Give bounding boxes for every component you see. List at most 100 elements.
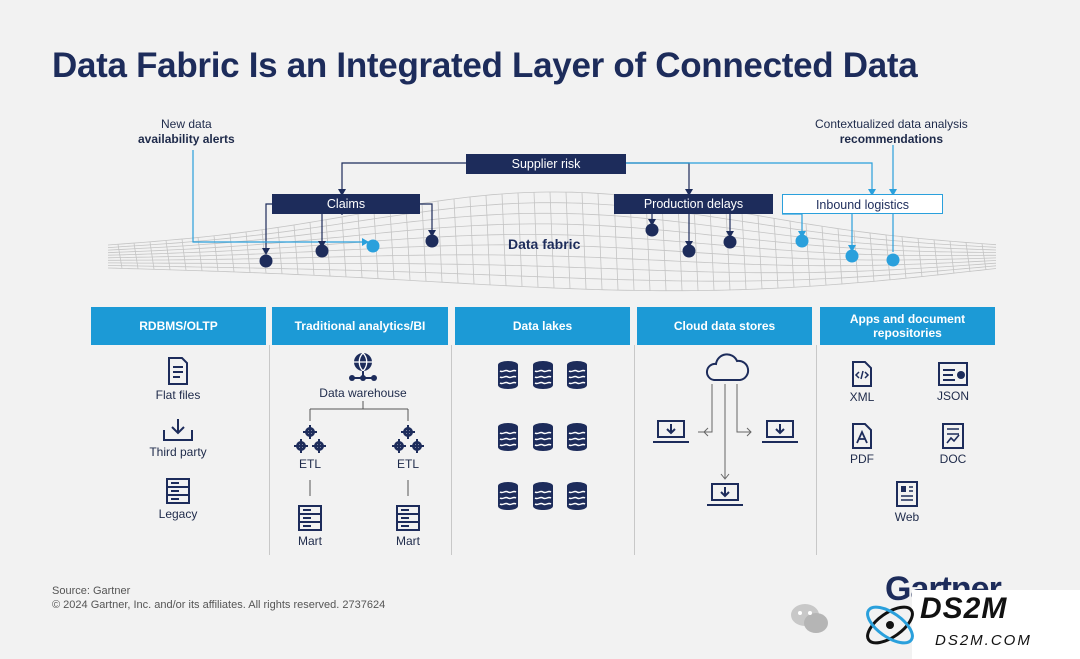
item-label: Mart	[298, 534, 322, 548]
fabric-mesh-line	[485, 195, 491, 285]
fabric-mesh-line	[357, 214, 363, 278]
note-new-data-alerts: New data availability alerts	[138, 117, 235, 147]
data-warehouse-item: Data warehouse	[313, 351, 413, 400]
fabric-mesh-line	[421, 203, 427, 282]
pdf-item: PDF	[840, 423, 884, 466]
arrowhead	[338, 189, 346, 196]
fabric-mesh-line	[133, 243, 139, 269]
item-label: JSON	[936, 389, 969, 403]
fabric-mesh-line	[597, 193, 603, 290]
arrowhead	[362, 238, 369, 246]
fabric-mesh-line	[501, 193, 507, 286]
fabric-mesh-line	[981, 243, 987, 271]
fabric-mesh-line	[533, 192, 539, 288]
column-divider	[451, 345, 452, 555]
globe-network-icon	[349, 352, 377, 381]
fabric-point	[795, 234, 809, 248]
fabric-mesh-line	[757, 215, 763, 290]
arrowhead	[262, 248, 270, 255]
fabric-point	[645, 223, 659, 237]
item-label: ETL	[298, 457, 321, 471]
fabric-mesh-line	[229, 233, 235, 272]
fabric-point	[259, 254, 273, 268]
data-fabric-diagram	[107, 145, 997, 292]
doc-file-icon	[942, 423, 964, 449]
column-header-analytics: Traditional analytics/BI	[272, 307, 448, 345]
fabric-mesh-line	[677, 202, 683, 291]
server-icon	[396, 505, 420, 531]
etl-item-left: ETL	[290, 424, 330, 471]
fabric-mesh-line	[107, 202, 997, 248]
inbound-logistics-tag: Inbound logistics	[782, 194, 943, 214]
fabric-mesh-line	[837, 228, 843, 285]
fabric-mesh-line	[741, 212, 747, 290]
etl-item-right: ETL	[388, 424, 428, 471]
fabric-point	[315, 244, 329, 258]
fabric-mesh-line	[108, 262, 997, 274]
third-party-item: Third party	[143, 418, 213, 459]
fabric-mesh-line	[917, 238, 923, 278]
fabric-mesh-line	[549, 191, 555, 288]
fabric-mesh-line	[517, 192, 523, 287]
legacy-item: Legacy	[148, 478, 208, 521]
fabric-mesh-line	[117, 244, 123, 269]
gears-icon	[392, 425, 424, 453]
mart-item-left: Mart	[290, 505, 330, 548]
fabric-point	[425, 234, 439, 248]
production-delays-tag: Production delays	[614, 194, 773, 214]
fabric-mesh-line	[108, 254, 997, 267]
connector-supplier-claims	[341, 162, 466, 192]
server-icon	[166, 478, 190, 504]
data-fabric-label: Data fabric	[508, 236, 581, 252]
laptop-download-icon	[707, 483, 743, 506]
arrowhead	[428, 230, 436, 237]
arrowhead	[648, 219, 656, 226]
note-recommendations: Contextualized data analysis recommendat…	[815, 117, 968, 147]
json-window-icon	[938, 362, 968, 386]
fabric-mesh-line	[325, 219, 331, 276]
fabric-mesh-line	[277, 227, 283, 274]
connector-alert	[192, 150, 365, 243]
fabric-mesh-line	[965, 242, 971, 272]
fabric-mesh-line	[107, 265, 997, 282]
column-header-rdbms: RDBMS/OLTP	[91, 307, 266, 345]
fabric-point	[886, 253, 900, 267]
source-text: Source: Gartner	[52, 585, 131, 597]
fabric-mesh-line	[693, 204, 699, 291]
fabric-mesh-line	[709, 207, 715, 291]
xml-item: XML	[840, 361, 884, 404]
note-line1: New data	[161, 117, 212, 131]
fabric-mesh-line	[197, 237, 203, 271]
connector-supplier-inbound	[626, 162, 873, 192]
item-label: Data warehouse	[319, 386, 407, 400]
fabric-point	[682, 244, 696, 258]
fabric-mesh-line	[389, 208, 395, 280]
note-line2: availability alerts	[138, 132, 235, 146]
fabric-point	[723, 235, 737, 249]
item-label: DOC	[939, 452, 967, 466]
item-label: Mart	[396, 534, 420, 548]
fabric-mesh-line	[725, 209, 731, 291]
server-icon	[298, 505, 322, 531]
column-divider	[269, 345, 270, 555]
web-page-icon	[896, 481, 918, 507]
arrowhead	[726, 231, 734, 238]
fabric-mesh-line	[789, 220, 795, 288]
fabric-mesh-line	[107, 267, 997, 292]
item-label: PDF	[850, 452, 874, 466]
item-label: ETL	[396, 457, 419, 471]
note-line2: recommendations	[839, 132, 944, 146]
fabric-mesh-line	[405, 205, 411, 281]
web-item: Web	[885, 481, 929, 524]
fabric-mesh-line	[437, 200, 443, 283]
fabric-mesh-line	[453, 198, 459, 283]
arrowhead	[848, 245, 856, 252]
laptop-download-icon	[762, 420, 798, 443]
json-item: JSON	[930, 362, 976, 403]
wechat-icon	[791, 604, 828, 633]
claims-tag: Claims	[272, 194, 420, 214]
arrowhead	[685, 189, 693, 196]
fabric-mesh-line	[773, 218, 779, 289]
arrowhead	[889, 189, 897, 196]
